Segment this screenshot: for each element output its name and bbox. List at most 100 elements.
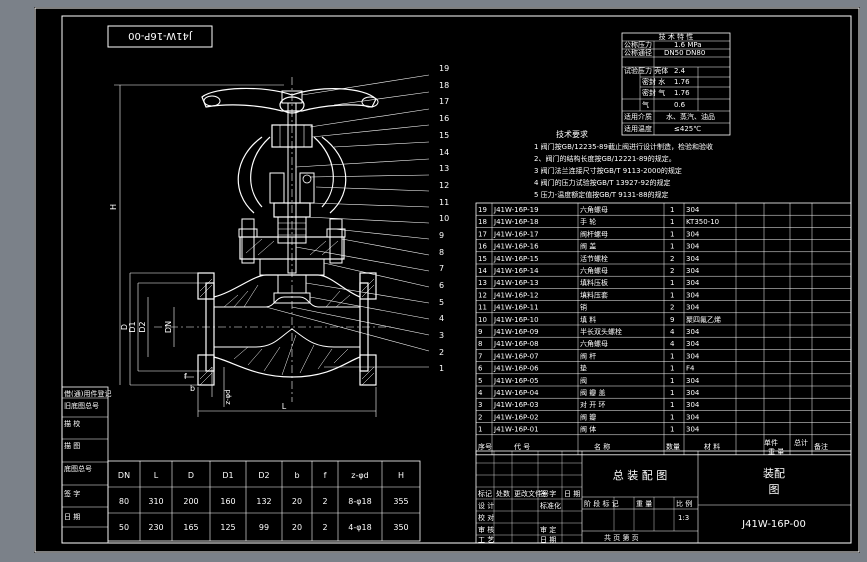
part-qty: 1	[670, 377, 674, 385]
dim-cell: 20	[292, 523, 302, 532]
balloon-3: 3	[439, 331, 444, 340]
dim-header: H	[398, 471, 404, 480]
part-mat: 304	[686, 401, 700, 409]
tech-req-1: 1 阀门按GB/12235-89截止阀进行设计制造，检验和验收	[534, 142, 713, 151]
tb-label-design: 设 计	[478, 501, 494, 510]
balloon-10: 10	[439, 214, 449, 223]
part-code: J41W-16P-11	[493, 304, 539, 312]
dim-H: H	[109, 204, 118, 210]
margin-label-3: 描 图	[64, 441, 80, 450]
spec-title: 技 术 特 性	[659, 32, 694, 41]
parts-header-mat: 材 料	[704, 442, 720, 451]
dim-header: D2	[258, 471, 269, 480]
part-mat: 304	[686, 230, 700, 238]
part-no: 19	[478, 206, 487, 214]
dim-cell: 355	[393, 497, 408, 506]
parts-header-name: 名 称	[594, 442, 610, 451]
part-name: 对 开 环	[580, 400, 605, 409]
part-name: 销	[580, 303, 587, 312]
part-mat: 聚四氟乙烯	[686, 315, 721, 324]
part-mat: F4	[686, 365, 695, 373]
part-no: 14	[478, 267, 487, 275]
margin-label-1: 旧底图总号	[64, 401, 99, 410]
spec-label-5: 气	[642, 100, 649, 109]
part-mat: 304	[686, 340, 700, 348]
tb-name-line2: 图	[769, 483, 780, 496]
dim-header: b	[294, 471, 299, 480]
tb-drawing-no: J41W-16P-00	[741, 519, 806, 530]
spec-value-3: 1.76	[674, 78, 690, 86]
dim-header: f	[324, 471, 327, 480]
balloon-19: 19	[439, 64, 449, 73]
dim-cell: 200	[183, 497, 198, 506]
balloon-5: 5	[439, 298, 444, 307]
sheet-border	[34, 7, 860, 553]
spec-label-6: 适用介质	[624, 112, 652, 121]
part-no: 10	[478, 316, 487, 324]
part-mat: 304	[686, 377, 700, 385]
part-qty: 2	[670, 255, 674, 263]
tb-scale-value: 1:3	[678, 514, 689, 522]
part-qty: 2	[670, 267, 674, 275]
dim-cell: 125	[220, 523, 235, 532]
tb-label-mark: 标记	[478, 489, 492, 498]
part-name: 六角螺母	[580, 205, 608, 214]
part-name: 阀	[580, 376, 587, 385]
part-qty: 4	[670, 340, 675, 348]
dim-D: D	[120, 324, 129, 330]
spec-label-7: 适用温度	[624, 124, 652, 133]
part-no: 16	[478, 243, 487, 251]
part-mat: 304	[686, 328, 700, 336]
part-qty: 1	[670, 352, 674, 360]
part-mat: 304	[686, 389, 700, 397]
part-no: 17	[478, 230, 487, 238]
spec-value-2: 2.4	[674, 67, 686, 75]
part-name: 阀 盖	[580, 242, 596, 251]
part-code: J41W-16P-01	[493, 426, 539, 434]
tb-label-review: 审 核	[478, 525, 494, 534]
margin-label-5: 签 字	[64, 489, 80, 498]
leader-lines	[265, 74, 430, 368]
part-code: J41W-16P-05	[493, 377, 539, 385]
margin-label-2: 描 校	[64, 419, 80, 428]
part-name: 活节螺栓	[580, 254, 608, 263]
part-no: 5	[478, 377, 482, 385]
dim-cell: 350	[393, 523, 408, 532]
dim-header: D	[188, 471, 194, 480]
part-code: J41W-16P-06	[493, 365, 539, 373]
dim-header: D1	[222, 471, 233, 480]
parts-header-remark: 备注	[814, 442, 828, 451]
balloon-12: 12	[439, 181, 449, 190]
part-name: 手 轮	[580, 217, 596, 226]
inner-frame	[61, 15, 852, 544]
parts-header-weight: 重 量	[768, 448, 784, 456]
parts-header-qty: 数量	[666, 442, 680, 451]
dim-b: b	[190, 384, 195, 393]
dim-L: L	[282, 402, 287, 411]
balloon-9: 9	[439, 231, 444, 240]
part-qty: 1	[670, 365, 674, 373]
drawing-sheet: J41W-16P-00 借(通)用件登记 旧底图总号 描 校 描 图 底图总号 …	[34, 7, 860, 553]
spec-label-0: 公称压力	[624, 40, 652, 49]
spec-label-2: 试验压力 壳体	[624, 66, 668, 75]
part-code: J41W-16P-10	[493, 316, 539, 324]
tech-req-2: 2、阀门的结构长度按GB/12221-89的规定。	[534, 154, 676, 163]
tech-req-5: 5 压力-温度额定值按GB/T 9131-88的规定	[534, 190, 669, 199]
part-qty: 1	[670, 206, 674, 214]
dim-cell: 80	[119, 497, 129, 506]
part-code: J41W-16P-04	[493, 389, 539, 397]
margin-label-0: 借(通)用件登记	[64, 389, 111, 398]
spec-value-7: ≤425℃	[674, 125, 701, 133]
dim-cell: 230	[148, 523, 163, 532]
part-qty: 1	[670, 230, 674, 238]
valve-assembly-drawing: 19 18 17 16 15 14 13 12 11 10 9 8 7 6 5 …	[109, 64, 449, 417]
part-name: 半长双头螺栓	[580, 327, 622, 336]
dim-header: DN	[118, 471, 130, 480]
part-code: J41W-16P-09	[493, 328, 539, 336]
dim-cell: 20	[292, 497, 302, 506]
tb-label-process: 工 艺	[478, 536, 494, 544]
drawing-canvas: J41W-16P-00 借(通)用件登记 旧底图总号 描 校 描 图 底图总号 …	[34, 7, 860, 553]
spec-table: 技 术 特 性 公称压力 1.6 MPa 公称通径 DN50 DN80 试验压力…	[621, 32, 731, 136]
